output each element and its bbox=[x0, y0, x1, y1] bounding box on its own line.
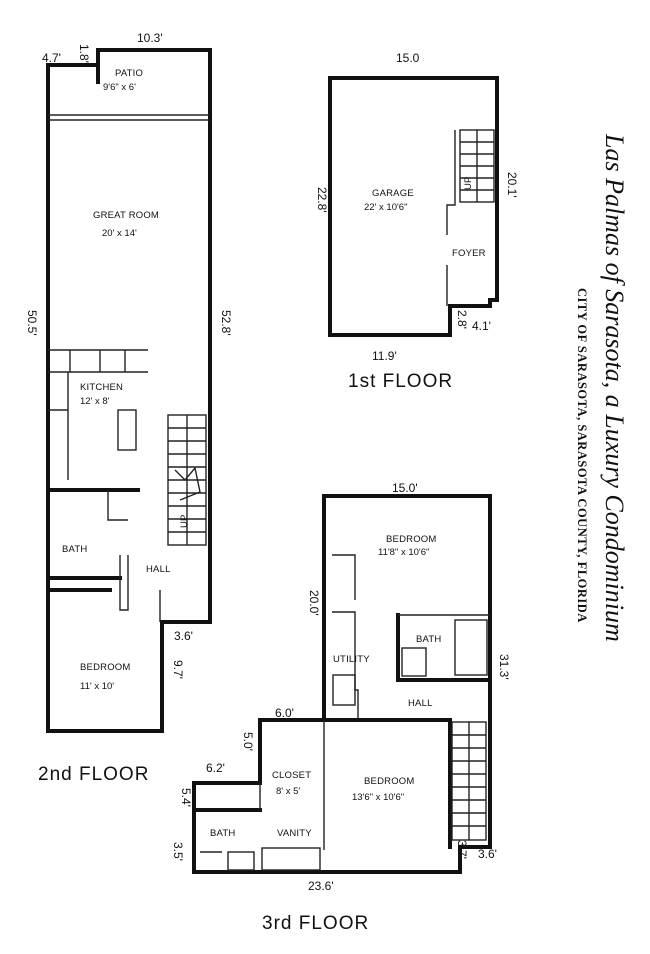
first-floor-outline bbox=[328, 76, 499, 337]
third-floor-dim-step: 6.0' bbox=[275, 706, 294, 720]
first-floor-stair-up-label: UP bbox=[463, 176, 474, 190]
third-floor-outline bbox=[192, 494, 492, 874]
patio-label: PATIO bbox=[115, 68, 143, 79]
third-floor-dim-left-upper: 20.0' bbox=[307, 590, 321, 616]
third-floor-dim-bath-depth: 5.4' bbox=[179, 788, 193, 807]
bath-closet-wall bbox=[107, 490, 128, 521]
second-floor-stair-treads bbox=[168, 415, 206, 545]
property-location: CITY OF SARASOTA, SARASOTA COUNTY, FLORI… bbox=[575, 288, 589, 623]
first-floor-dim-foyer-bottom: 2.8' bbox=[455, 310, 469, 329]
kitchen-island bbox=[117, 409, 137, 451]
third-floor-dim-bath-small: 3.5' bbox=[171, 842, 185, 861]
kitchen-label: KITCHEN bbox=[80, 382, 123, 393]
vanity-label: VANITY bbox=[277, 828, 312, 839]
first-floor-label: 1st FLOOR bbox=[348, 371, 453, 392]
first-floor-stair-wall bbox=[446, 130, 456, 235]
third-floor-dim-bottom: 23.6' bbox=[308, 879, 334, 893]
third-floor-left-bath-label: BATH bbox=[210, 828, 235, 839]
closet-label: CLOSET bbox=[272, 770, 311, 781]
second-floor-dim-right: 52.8' bbox=[219, 310, 233, 336]
second-floor-dim-step: 3.6' bbox=[174, 629, 193, 643]
second-floor-dim-notch: 1.8' bbox=[77, 44, 91, 63]
third-floor-main-bedroom-label: BEDROOM bbox=[364, 776, 415, 787]
first-floor-plan: GARAGE 22' x 10'6" FOYER UP 15.0 22.8' 2… bbox=[315, 51, 519, 392]
second-floor-plan: UP PATIO 9'6" x 6' GREAT ROOM 20' x 14' … bbox=[25, 31, 233, 785]
right-bath-tub bbox=[454, 619, 488, 676]
garage-size: 22' x 10'6" bbox=[364, 202, 407, 213]
first-floor-dim-foyer-width: 4.1' bbox=[472, 319, 491, 333]
third-floor-right-bath-label: BATH bbox=[416, 634, 441, 645]
third-floor-dim-right: 31.3' bbox=[497, 654, 511, 680]
third-floor-dim-closet-width: 6.2' bbox=[206, 761, 225, 775]
third-floor-hall-label: HALL bbox=[408, 698, 433, 709]
second-floor-dim-top: 10.3' bbox=[137, 31, 163, 45]
third-floor-dim-bottom-right-b: 3.6' bbox=[478, 847, 497, 861]
right-bath-wall bbox=[396, 613, 492, 682]
third-floor-top-bedroom-label: BEDROOM bbox=[386, 534, 437, 545]
second-floor-dim-top-left: 4.7' bbox=[42, 51, 61, 65]
kitchen-size: 12' x 8' bbox=[80, 396, 110, 407]
third-floor-main-bedroom-size: 13'6" x 10'6" bbox=[352, 792, 404, 803]
second-floor-dim-left: 50.5' bbox=[25, 310, 39, 336]
patio-size: 9'6" x 6' bbox=[103, 82, 136, 93]
property-title: Las Palmas of Sarasota, a Luxury Condomi… bbox=[600, 133, 629, 642]
vanity-counter bbox=[261, 847, 321, 871]
hall-partition bbox=[119, 555, 129, 611]
utility-appliance bbox=[332, 674, 356, 706]
second-floor-bath-label: BATH bbox=[62, 544, 87, 555]
third-floor-dim-top: 15.0' bbox=[392, 481, 418, 495]
utility-label: UTILITY bbox=[333, 654, 370, 665]
second-floor-bedroom-size: 11' x 10' bbox=[80, 681, 114, 692]
second-floor-stair-up-label: UP bbox=[179, 514, 190, 528]
first-floor-dim-left: 22.8' bbox=[315, 187, 329, 213]
first-floor-dim-top: 15.0 bbox=[396, 51, 420, 65]
second-floor-hall-label: HALL bbox=[146, 564, 171, 575]
main-bedroom-wall bbox=[322, 718, 452, 849]
first-floor-dim-bottom: 11.9' bbox=[372, 349, 397, 363]
great-room-label: GREAT ROOM bbox=[93, 210, 159, 221]
garage-label: GARAGE bbox=[372, 188, 414, 199]
second-floor-dim-right-lower: 9.7' bbox=[171, 660, 185, 679]
foyer-label: FOYER bbox=[452, 248, 486, 259]
second-floor-outline bbox=[46, 48, 212, 733]
first-floor-dim-right: 20.1' bbox=[505, 172, 519, 198]
third-floor-top-bedroom-size: 11'8" x 10'6" bbox=[378, 547, 429, 558]
left-bath-toilet bbox=[227, 851, 255, 871]
right-bath-fixture bbox=[401, 647, 427, 677]
third-floor-dim-bottom-right-a: 3.7' bbox=[455, 840, 469, 859]
top-bedroom-closet-wall bbox=[332, 554, 356, 600]
great-room-size: 20' x 14' bbox=[102, 228, 137, 239]
closet-size: 8' x 5' bbox=[276, 786, 300, 797]
first-floor-stair-treads bbox=[460, 130, 494, 202]
second-floor-bedroom-label: BEDROOM bbox=[80, 662, 131, 673]
third-floor-dim-closet-depth: 5.0' bbox=[241, 732, 255, 751]
third-floor-stair-treads bbox=[452, 722, 486, 840]
second-floor-label: 2nd FLOOR bbox=[38, 764, 149, 785]
utility-wall bbox=[324, 611, 359, 721]
third-floor-label: 3rd FLOOR bbox=[262, 913, 369, 934]
third-floor-plan: BEDROOM 11'8" x 10'6" BATH UTILITY HALL … bbox=[171, 481, 511, 934]
